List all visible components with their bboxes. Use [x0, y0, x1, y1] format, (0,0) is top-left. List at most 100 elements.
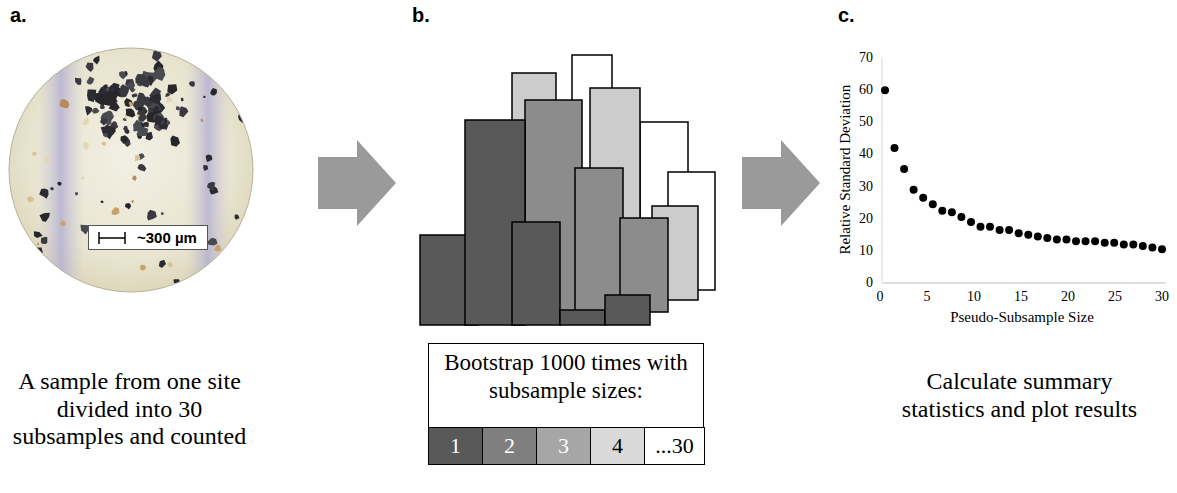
bar [560, 310, 605, 325]
scale-label: ~300 µm [137, 229, 197, 246]
data-point [1005, 226, 1013, 234]
particle [207, 182, 215, 191]
data-point [957, 213, 965, 221]
particle [137, 164, 146, 172]
data-points [881, 86, 1166, 253]
cell-label: 1 [450, 433, 461, 459]
scale-bar-symbol [97, 231, 127, 245]
particle [129, 101, 134, 106]
particle [161, 212, 164, 215]
y-tick-label: 20 [859, 211, 873, 227]
particle [225, 54, 234, 63]
particle [181, 98, 184, 102]
panel-letter: a. [10, 4, 27, 27]
particle [75, 192, 78, 195]
particle [103, 133, 108, 138]
particle [37, 243, 39, 246]
particle [128, 81, 135, 90]
particle [101, 200, 104, 203]
particle [137, 93, 147, 105]
particle [168, 262, 173, 267]
x-axis-title: Pseudo-Subsample Size [950, 309, 1094, 326]
data-point [910, 186, 918, 194]
data-point [1063, 236, 1071, 244]
data-point [977, 223, 985, 231]
panel-caption: Calculate summary statistics and plot re… [897, 368, 1142, 423]
particle [149, 94, 161, 105]
particle [146, 132, 154, 141]
particle [124, 98, 133, 107]
bar [605, 295, 650, 325]
particle [92, 108, 100, 114]
particle [57, 182, 62, 186]
particle [170, 136, 180, 147]
particle [159, 260, 166, 268]
x-tick-label: 30 [1155, 289, 1169, 305]
particle [87, 90, 96, 102]
particle [40, 213, 50, 222]
particle [154, 67, 166, 82]
data-point [1139, 242, 1147, 250]
data-point [929, 200, 937, 208]
scale-bar-box: ~300 µm [88, 225, 208, 250]
data-point [1110, 239, 1118, 247]
panel-letter: b. [412, 4, 430, 27]
x-tick-label: 15 [1014, 289, 1028, 305]
y-tick-label: 10 [859, 243, 873, 259]
particle [131, 200, 134, 203]
scale-bar-tick [124, 232, 126, 244]
data-point [1024, 231, 1032, 239]
box-heading: Bootstrap 1000 times with subsample size… [435, 349, 697, 404]
data-point [1148, 244, 1156, 252]
particle [167, 96, 173, 102]
y-tick-label: 70 [859, 50, 873, 66]
particle [214, 244, 222, 251]
size-cell: 4 [590, 427, 645, 465]
y-tick-label: 40 [859, 146, 873, 162]
particle [147, 210, 157, 221]
y-axis-title: Relative Standard Deviation [837, 85, 854, 255]
particle [153, 113, 164, 125]
particle [60, 99, 70, 109]
particle [152, 51, 162, 62]
particle [154, 115, 163, 126]
cell-label: 3 [558, 433, 569, 459]
particle [135, 155, 141, 162]
data-point [986, 223, 994, 231]
particle [179, 106, 188, 117]
lens-rim [9, 48, 253, 292]
block-arrow [318, 140, 396, 226]
particle [41, 237, 47, 244]
data-point [1043, 234, 1051, 242]
particle [134, 93, 137, 97]
particle [166, 120, 170, 125]
particle [235, 214, 240, 219]
particle [110, 85, 115, 89]
x-tick-label: 20 [1061, 289, 1075, 305]
particle [34, 231, 43, 238]
particle [167, 84, 177, 94]
particle [100, 104, 105, 109]
particle [200, 119, 203, 122]
particle [27, 196, 34, 202]
data-point [996, 226, 1004, 234]
data-point [967, 218, 975, 226]
particle [155, 95, 159, 99]
particle [137, 115, 140, 117]
data-point [1015, 229, 1023, 237]
particle [95, 93, 109, 106]
data-point [881, 86, 889, 94]
bootstrap-bars [420, 55, 715, 325]
particle [100, 118, 108, 126]
particle [203, 96, 205, 98]
y-tick-label: 0 [866, 275, 873, 291]
particle-group [27, 51, 247, 285]
particle [32, 152, 36, 156]
particle [27, 264, 34, 272]
particle [81, 177, 85, 180]
data-point [1101, 239, 1109, 247]
particle [135, 74, 147, 85]
data-point [1034, 232, 1042, 240]
particle [101, 126, 114, 138]
x-tick-label: 25 [1108, 289, 1122, 305]
